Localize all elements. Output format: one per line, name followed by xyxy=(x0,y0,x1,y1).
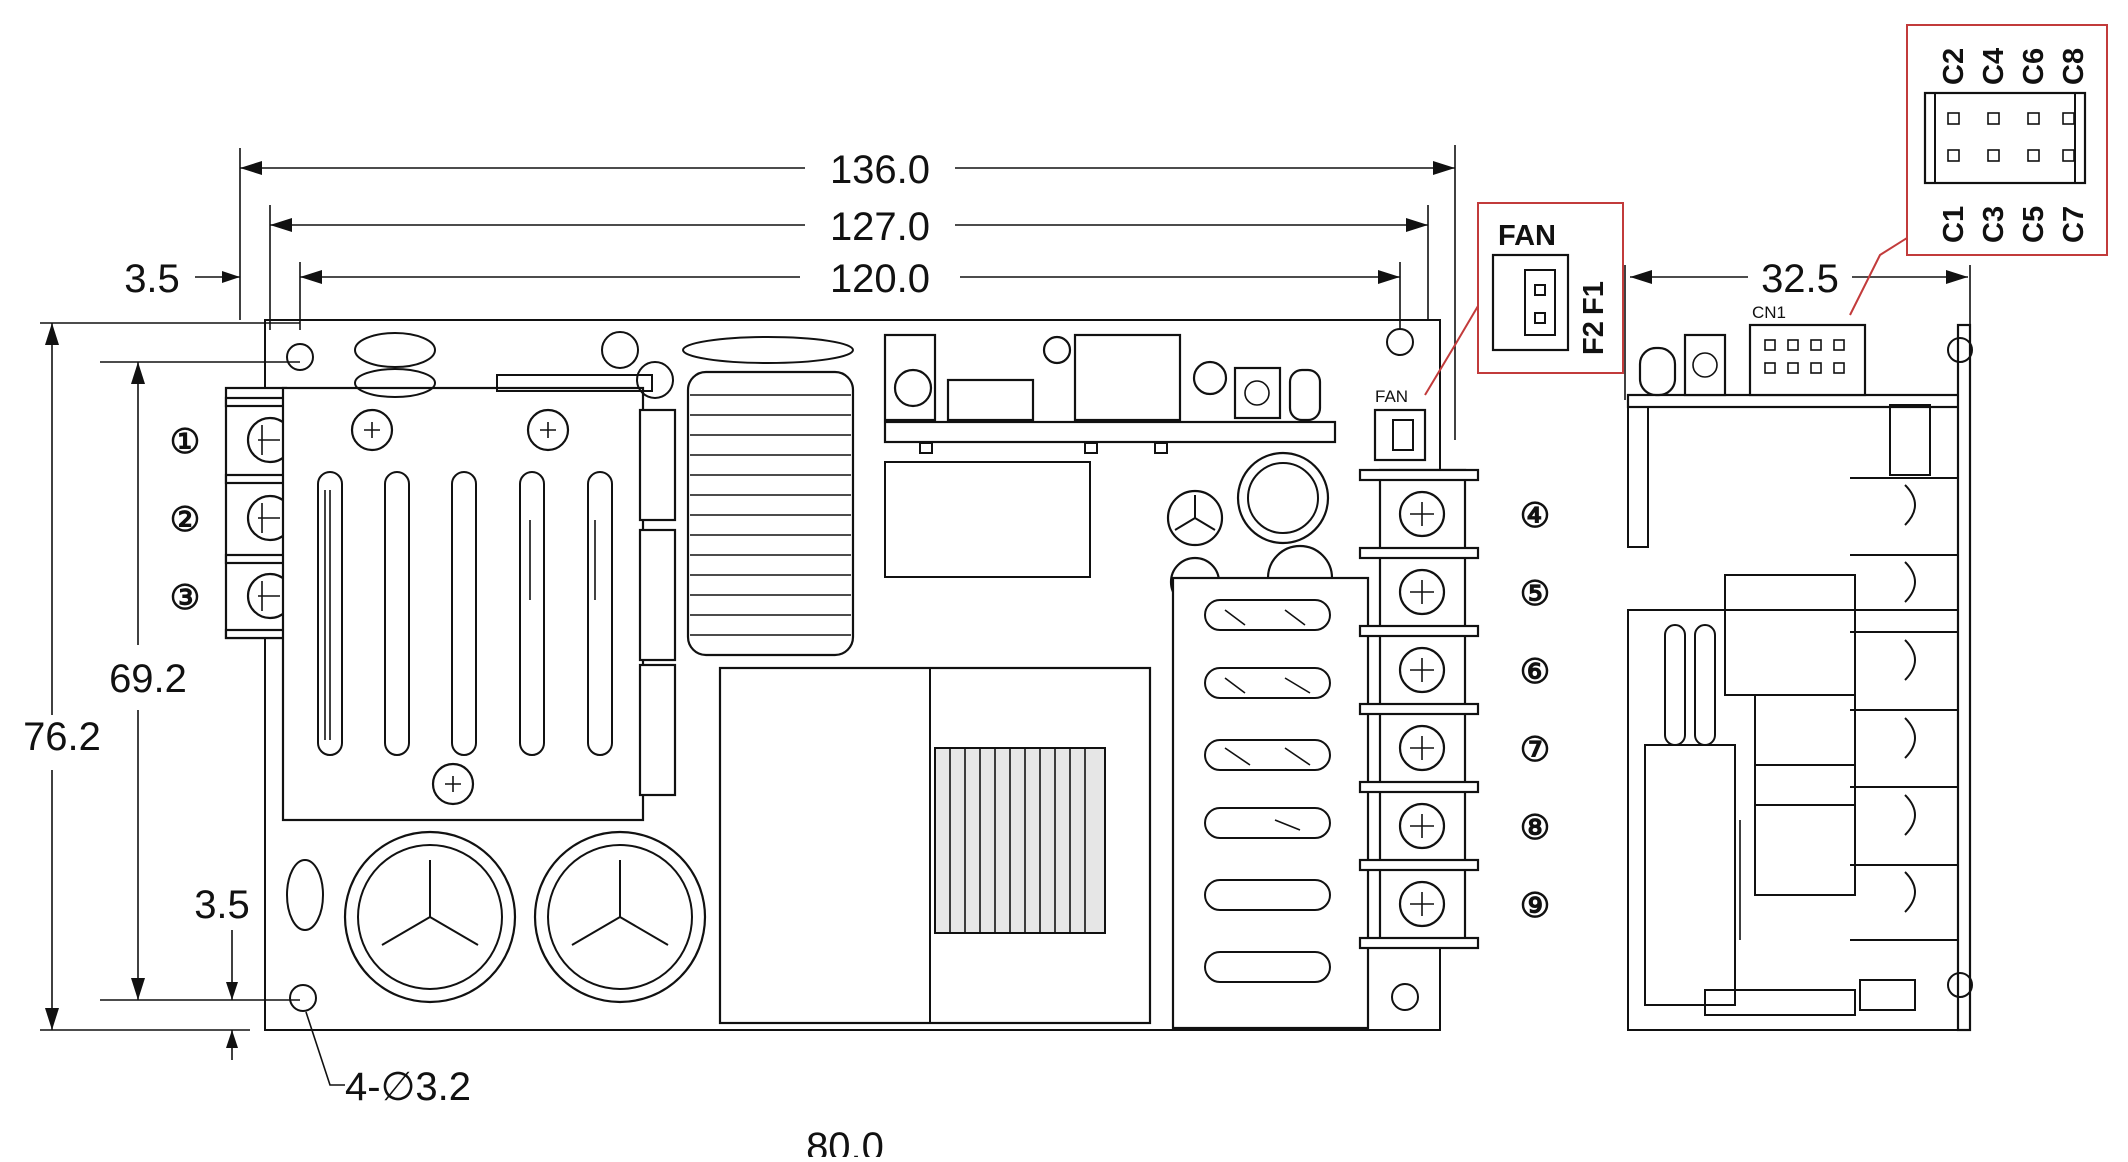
input-terminal-label: ① xyxy=(170,423,200,461)
dimension-lines-left xyxy=(40,322,300,1060)
cn1-board-label: CN1 xyxy=(1752,303,1786,322)
dim-overall-height: 76.2 xyxy=(23,715,101,759)
output-terminal-label: ⑤ xyxy=(1520,575,1550,613)
mounting-holes xyxy=(286,328,1419,1012)
cn1-pin-label: C6 xyxy=(2018,48,2050,85)
heatsink-left xyxy=(281,386,645,822)
cn1-pin-label: C2 xyxy=(1938,48,1970,85)
input-terminal-block xyxy=(224,386,294,640)
output-terminal-label: ⑦ xyxy=(1520,731,1550,769)
dim-inner-width: 120.0 xyxy=(830,257,930,301)
side-view xyxy=(1624,265,1973,1032)
input-terminal-label: ② xyxy=(170,501,200,539)
heatsink-right xyxy=(1171,576,1370,1030)
cn1-inset-connector xyxy=(1923,91,2087,185)
mounting-hole xyxy=(1386,328,1414,356)
mounting-hole xyxy=(286,343,314,371)
cn1-pin-label: C8 xyxy=(2058,48,2090,85)
output-terminal-label: ⑧ xyxy=(1520,809,1550,847)
output-terminal-label: ⑥ xyxy=(1520,653,1550,691)
fan-inset xyxy=(1424,202,1624,396)
fan-pin-label: F1 xyxy=(1578,281,1610,315)
ic-block xyxy=(884,461,1091,578)
dim-mount-height: 69.2 xyxy=(109,657,187,701)
cn1-pin-label: C5 xyxy=(2018,206,2050,243)
cn1-pin-label: C4 xyxy=(1978,48,2010,85)
bulk-capacitors xyxy=(286,830,707,1004)
fan-inset-frame xyxy=(1477,202,1624,374)
output-terminal-label: ⑨ xyxy=(1520,887,1550,925)
fan-pin-label: F2 xyxy=(1578,321,1610,355)
dim-side-depth: 32.5 xyxy=(1761,257,1839,301)
cn1-inset xyxy=(1849,24,2108,316)
dim-bottom-offset: 3.5 xyxy=(194,883,250,927)
output-terminal-block xyxy=(1358,468,1480,950)
mounting-hole xyxy=(289,984,317,1012)
cn1-inset-frame xyxy=(1906,24,2108,256)
dim-overall-width: 136.0 xyxy=(830,148,930,192)
fan-inset-title: FAN xyxy=(1498,220,1556,252)
dim-left-offset: 3.5 xyxy=(124,257,180,301)
mounting-hole xyxy=(1391,983,1419,1011)
hole-callout: 4-∅3.2 xyxy=(345,1065,471,1109)
input-terminal-label: ③ xyxy=(170,579,200,617)
dimension-lines-top xyxy=(195,145,1456,440)
cn1-pin-label: C7 xyxy=(2058,206,2090,243)
fan-connector xyxy=(1373,408,1427,462)
cn1-connector-side xyxy=(1748,323,1867,397)
dim-partial-bottom: 80.0 xyxy=(806,1125,884,1157)
fan-connector-label: FAN xyxy=(1375,387,1408,406)
transformer xyxy=(718,666,1152,1025)
choke xyxy=(682,336,855,657)
cn1-pin-label: C1 xyxy=(1938,206,1970,243)
dim-mount-width: 127.0 xyxy=(830,205,930,249)
control-board xyxy=(883,333,1337,454)
output-terminal-label: ④ xyxy=(1520,497,1550,535)
cn1-pin-label: C3 xyxy=(1978,206,2010,243)
